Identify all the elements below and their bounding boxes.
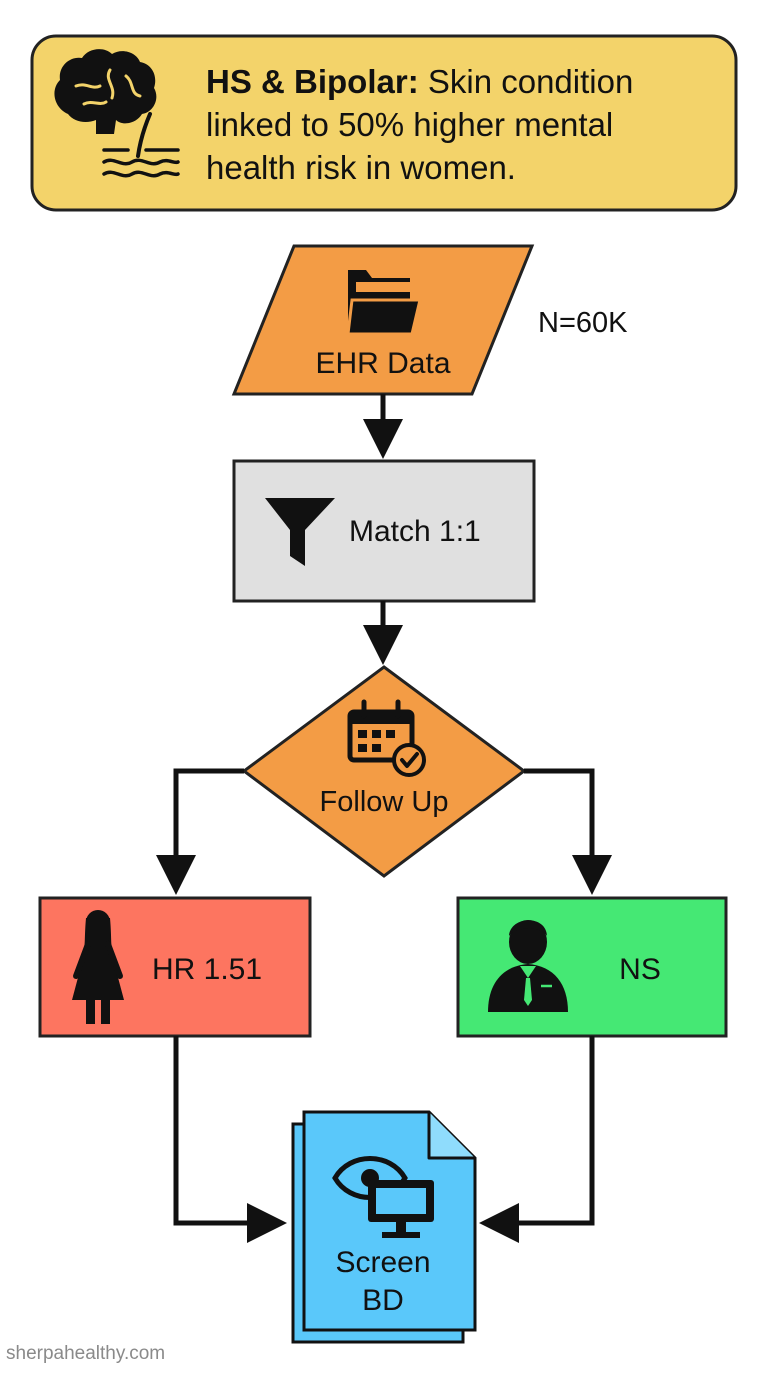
header-title-rest: Skin condition linked to 50% higher ment… <box>206 63 634 186</box>
funnel-icon <box>265 498 335 566</box>
women-outcome-label: HR 1.51 <box>152 953 262 986</box>
folder-icon <box>346 270 422 336</box>
men-outcome-node <box>456 896 728 1038</box>
screen-label-line1: Screen <box>335 1246 430 1279</box>
arrow-women-to-screen <box>173 1036 287 1243</box>
arrow-men-to-screen <box>479 1036 595 1243</box>
screen-label-line2: BD <box>362 1284 404 1317</box>
men-outcome-label: NS <box>619 953 661 986</box>
header-box <box>30 34 738 212</box>
header-text: HS & Bipolar: Skin condition linked to 5… <box>206 60 706 189</box>
woman-icon <box>72 910 124 1024</box>
followup-node <box>241 665 527 878</box>
ehr-data-label: EHR Data <box>315 347 450 380</box>
calendar-check-icon <box>347 699 426 777</box>
footer-url: sherpahealthy.com <box>6 1343 166 1364</box>
arrow-followup-to-women <box>156 768 244 895</box>
match-label: Match 1:1 <box>349 515 481 548</box>
eye-monitor-icon <box>332 1156 434 1238</box>
man-icon <box>488 920 568 1012</box>
header-title-bold: HS & Bipolar: <box>206 63 419 100</box>
followup-label: Follow Up <box>320 786 449 818</box>
sample-size-label: N=60K <box>538 307 628 339</box>
brain-skin-icon <box>54 49 180 178</box>
arrow-followup-to-men <box>524 768 612 895</box>
